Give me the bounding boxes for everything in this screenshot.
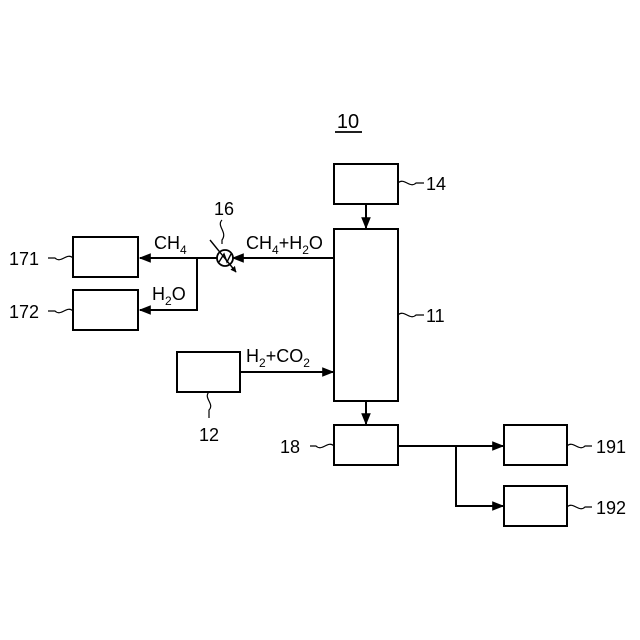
flow-ch4-h2o-label: CH4+H2O [246, 233, 323, 257]
block-18 [334, 425, 398, 465]
block-14 [334, 164, 398, 204]
ref-172: 172 [9, 302, 39, 322]
leader-11 [398, 313, 424, 316]
block-172 [73, 290, 138, 330]
flow-ch4-label: CH4 [154, 233, 187, 257]
ref-16: 16 [214, 199, 234, 219]
ref-11: 11 [426, 306, 445, 326]
ref-192: 192 [596, 498, 626, 518]
ref-12: 12 [199, 425, 219, 445]
ref-14: 14 [426, 174, 446, 194]
ref-191: 191 [596, 437, 626, 457]
flow-h2o-label: H2O [152, 284, 186, 308]
leader-18 [310, 444, 334, 447]
leader-191 [567, 444, 592, 447]
block-171 [73, 237, 138, 277]
leader-192 [567, 505, 592, 508]
block-11 [334, 229, 398, 401]
block-12 [177, 352, 240, 392]
flow-h2-co2-label: H2+CO2 [246, 346, 310, 370]
leader-171 [48, 256, 73, 259]
figure-label: 10 [337, 111, 359, 133]
leader-16 [220, 220, 223, 244]
leader-12 [207, 392, 210, 418]
ref-18: 18 [280, 437, 300, 457]
leader-14 [398, 181, 424, 184]
separator-16 [210, 240, 236, 272]
leader-172 [48, 309, 73, 312]
ref-171: 171 [9, 249, 39, 269]
block-191 [504, 425, 567, 465]
line-to-192 [456, 446, 503, 506]
block-192 [504, 486, 567, 526]
